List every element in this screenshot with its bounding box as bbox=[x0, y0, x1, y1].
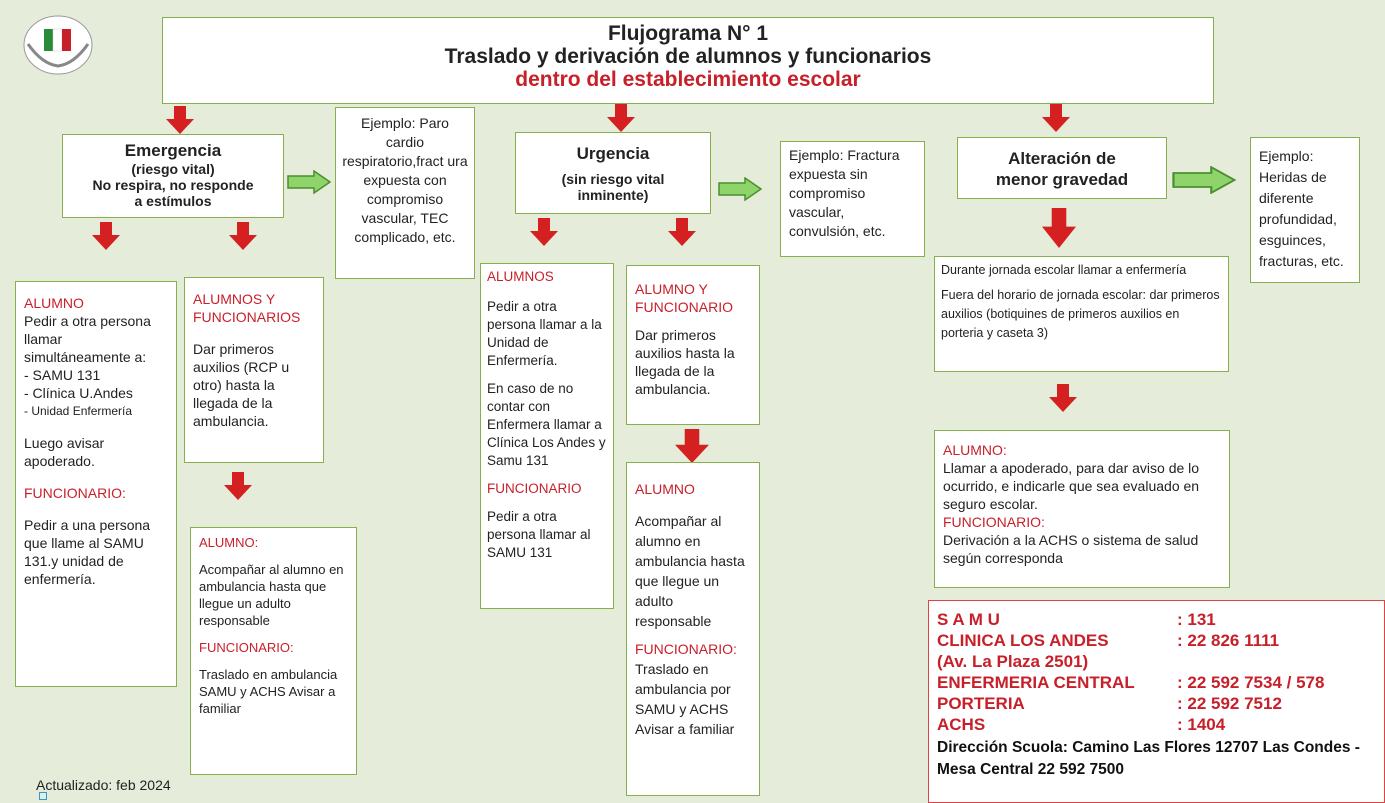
arrow-down-icon bbox=[607, 104, 635, 132]
contact-value: : 1404 bbox=[1177, 715, 1226, 734]
urgencia-traslado-box: ALUMNO Acompañar al alumno en ambulancia… bbox=[626, 462, 760, 796]
urgencia-alumnos-heading: ALUMNOS bbox=[487, 269, 554, 284]
arrow-down-icon bbox=[530, 218, 558, 246]
urgencia-funcionario-text: Pedir a otra persona llamar al SAMU 131 bbox=[487, 509, 591, 560]
emergencia-alumno-text5: Luego avisar apoderado. bbox=[24, 435, 105, 469]
emergencia-alumno-text2: - SAMU 131 bbox=[24, 367, 101, 383]
emergencia-example-box: Ejemplo: Paro cardio respiratorio,fract … bbox=[335, 107, 475, 279]
arrow-down-icon bbox=[224, 472, 252, 500]
urgencia-alumnos-text1: Pedir a otra persona llamar a la Unidad … bbox=[487, 299, 602, 368]
emergencia-auxilios-box: ALUMNOS Y FUNCIONARIOS Dar primeros auxi… bbox=[184, 277, 324, 463]
emergencia-funcionario-heading: FUNCIONARIO: bbox=[24, 485, 126, 501]
contact-label: ENFERMERIA CENTRAL bbox=[937, 673, 1135, 692]
direccion-text: Dirección Scuola: Camino Las Flores 1270… bbox=[937, 739, 1360, 778]
menor-alumno-text: Llamar a apoderado, para dar aviso de lo… bbox=[943, 460, 1200, 512]
page-subtitle-red: dentro del establecimiento escolar bbox=[515, 68, 861, 91]
urgencia-auxilios-box: ALUMNO Y FUNCIONARIO Dar primeros auxili… bbox=[626, 265, 760, 425]
urgencia-traslado-alumno-text: Acompañar al alumno en ambulancia hasta … bbox=[635, 513, 745, 629]
emergencia-alumno-heading: ALUMNO bbox=[24, 295, 84, 311]
contact-label: (Av. La Plaza 2501) bbox=[937, 652, 1089, 671]
emergencia-traslado-box: ALUMNO: Acompañar al alumno en ambulanci… bbox=[190, 527, 357, 775]
arrow-down-icon bbox=[675, 429, 709, 463]
contact-label: PORTERIA bbox=[937, 694, 1025, 713]
emergencia-example-text: Ejemplo: Paro cardio respiratorio,fract … bbox=[342, 115, 468, 245]
arrow-down-icon bbox=[1042, 104, 1070, 132]
menor-example-box: Ejemplo: Heridas de diferente profundida… bbox=[1250, 137, 1360, 283]
urgencia-traslado-funcionario-text: Traslado en ambulancia por SAMU y ACHS A… bbox=[635, 661, 735, 737]
contact-label: ACHS bbox=[937, 715, 986, 734]
arrow-down-icon bbox=[1049, 384, 1077, 412]
emergencia-alumno-text3: - Clínica U.Andes bbox=[24, 385, 133, 401]
header-box: Flujograma N° 1 Traslado y derivación de… bbox=[162, 17, 1214, 104]
urgencia-box: Urgencia (sin riesgo vital inminente) bbox=[515, 132, 711, 214]
urgencia-example-text: Ejemplo: Fractura expuesta sin compromis… bbox=[789, 147, 900, 239]
contact-row: (Av. La Plaza 2501) bbox=[937, 651, 1378, 672]
arrow-down-icon bbox=[166, 106, 194, 134]
emergencia-traslado-funcionario-heading: FUNCIONARIO: bbox=[199, 640, 294, 655]
menor-example-text: Ejemplo: Heridas de diferente profundida… bbox=[1259, 148, 1344, 269]
emergencia-auxilios-text: Dar primeros auxilios (RCP u otro) hasta… bbox=[193, 341, 290, 429]
emergencia-box: Emergencia (riesgo vital) No respira, no… bbox=[62, 134, 284, 218]
menor-derivacion-box: ALUMNO: Llamar a apoderado, para dar avi… bbox=[934, 430, 1230, 588]
urgencia-sub2: inminente) bbox=[577, 187, 649, 203]
updated-label: Actualizado: feb 2024 bbox=[36, 777, 171, 793]
urgencia-alumnos-box: ALUMNOS Pedir a otra persona llamar a la… bbox=[480, 263, 614, 609]
emergencia-funcionario-text: Pedir a una persona que llame al SAMU 13… bbox=[24, 517, 151, 587]
contact-value: : 131 bbox=[1177, 610, 1216, 629]
contact-row: ACHS : 1404 bbox=[937, 714, 1378, 735]
emergencia-title: Emergencia bbox=[124, 141, 222, 160]
menor-funcionario-text: Derivación a la ACHS o sistema de salud … bbox=[943, 532, 1199, 566]
emergencia-traslado-funcionario-text: Traslado en ambulancia SAMU y ACHS Avisa… bbox=[199, 667, 338, 716]
urgencia-auxilios-heading: ALUMNO Y FUNCIONARIO bbox=[635, 281, 733, 315]
contact-row: PORTERIA : 22 592 7512 bbox=[937, 693, 1378, 714]
contact-label: S A M U bbox=[937, 610, 1000, 629]
emergencia-alumno-box: ALUMNO Pedir a otra persona llamar simul… bbox=[15, 281, 177, 687]
emergencia-sub2: No respira, no responde bbox=[92, 177, 254, 193]
menor-gravedad-title2: menor gravedad bbox=[995, 170, 1129, 189]
contact-label: CLINICA LOS ANDES bbox=[937, 631, 1109, 650]
arrow-right-icon bbox=[718, 177, 762, 201]
emergencia-sub1: (riesgo vital) bbox=[131, 161, 215, 177]
arrow-down-icon bbox=[668, 218, 696, 246]
menor-gravedad-title1: Alteración de bbox=[1008, 149, 1116, 168]
urgencia-sub1: (sin riesgo vital bbox=[561, 171, 665, 187]
arrow-down-icon bbox=[1042, 208, 1076, 248]
urgencia-traslado-alumno-heading: ALUMNO bbox=[635, 481, 695, 497]
menor-funcionario-heading: FUNCIONARIO: bbox=[943, 514, 1045, 530]
urgencia-alumnos-text2: En caso de no contar con Enfermera llama… bbox=[487, 381, 606, 468]
urgencia-example-box: Ejemplo: Fractura expuesta sin compromis… bbox=[780, 141, 925, 257]
contact-value: : 22 826 1111 bbox=[1177, 631, 1280, 650]
menor-info-box: Durante jornada escolar llamar a enferme… bbox=[934, 256, 1229, 372]
contact-row: S A M U : 131 bbox=[937, 609, 1378, 630]
emergencia-alumno-text4: - Unidad Enfermería bbox=[24, 404, 133, 418]
urgencia-title: Urgencia bbox=[576, 144, 650, 163]
contact-value: : 22 592 7512 bbox=[1177, 694, 1282, 713]
school-logo bbox=[22, 14, 94, 76]
menor-info-text1: Durante jornada escolar llamar a enferme… bbox=[941, 263, 1187, 277]
cursor-marker bbox=[39, 792, 47, 800]
page-title: Flujograma N° 1 bbox=[607, 22, 769, 45]
arrow-down-icon bbox=[92, 222, 120, 250]
menor-alumno-heading: ALUMNO: bbox=[943, 442, 1007, 458]
arrow-right-icon bbox=[287, 170, 331, 194]
emergencia-sub3: a estímulos bbox=[134, 193, 212, 209]
contact-row: ENFERMERIA CENTRAL : 22 592 7534 / 578 bbox=[937, 672, 1378, 693]
menor-info-text2: Fuera del horario de jornada escolar: da… bbox=[941, 288, 1220, 340]
emergencia-traslado-alumno-heading: ALUMNO: bbox=[199, 535, 259, 550]
urgencia-funcionario-heading: FUNCIONARIO bbox=[487, 481, 582, 496]
contact-value: : 22 592 7534 / 578 bbox=[1177, 673, 1325, 692]
contact-row: CLINICA LOS ANDES : 22 826 1111 bbox=[937, 630, 1378, 651]
emergencia-traslado-alumno-text: Acompañar al alumno en ambulancia hasta … bbox=[199, 562, 344, 628]
emergencia-alumno-text1: Pedir a otra persona llamar simultáneame… bbox=[24, 313, 151, 365]
emergencia-auxilios-heading: ALUMNOS Y FUNCIONARIOS bbox=[193, 291, 301, 325]
urgencia-auxilios-text: Dar primeros auxilios hasta la llegada d… bbox=[635, 327, 735, 397]
urgencia-traslado-funcionario-heading: FUNCIONARIO: bbox=[635, 641, 737, 657]
arrow-down-icon bbox=[229, 222, 257, 250]
menor-gravedad-box: Alteración de menor gravedad bbox=[957, 137, 1167, 199]
page-subtitle: Traslado y derivación de alumnos y funci… bbox=[444, 45, 932, 68]
arrow-right-icon bbox=[1172, 166, 1236, 194]
